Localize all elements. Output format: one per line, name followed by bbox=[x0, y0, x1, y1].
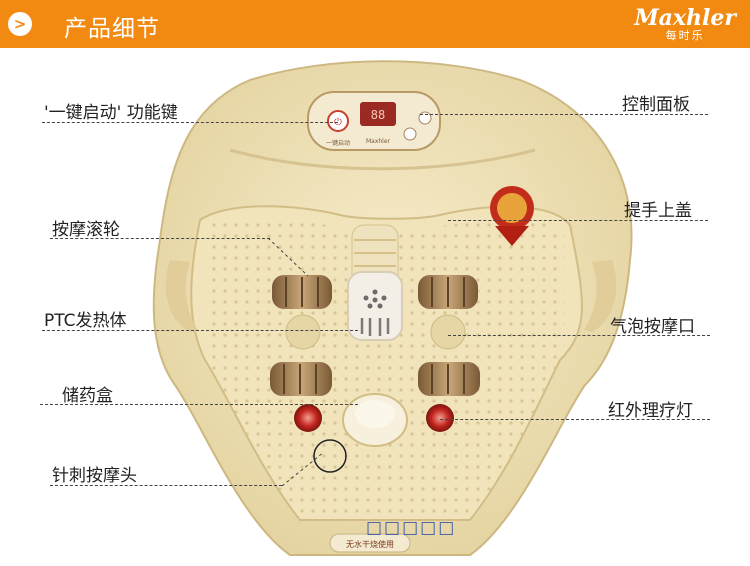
watermark-text: □□□□□ bbox=[366, 518, 457, 538]
label-bubble-massage: 气泡按摩口 bbox=[610, 317, 695, 337]
label-acupressure-head: 针刺按摩头 bbox=[52, 466, 137, 486]
label-handle-cover: 提手上盖 bbox=[624, 201, 692, 221]
roller-leader bbox=[268, 237, 309, 277]
massage-rollers bbox=[270, 275, 480, 396]
control-panel: 88 ⏻ 一键启动 Maxhler bbox=[307, 91, 441, 151]
foot-spa-illustration: 88 ⏻ 一键启动 Maxhler bbox=[152, 60, 633, 556]
bottom-badge: 无水干烧使用 bbox=[329, 533, 411, 553]
infrared-light-right bbox=[426, 404, 454, 432]
brand-logo: Maxhler 每时乐 bbox=[634, 6, 736, 42]
brand-subtitle: 每时乐 bbox=[665, 29, 705, 42]
center-column bbox=[342, 224, 408, 447]
product-stage: 88 ⏻ 一键启动 Maxhler bbox=[0, 48, 750, 566]
svg-text:⏻: ⏻ bbox=[334, 117, 342, 128]
bubble-port-right bbox=[430, 314, 466, 350]
panel-text: 一键启动 bbox=[326, 139, 350, 147]
brand-name: Maxhler bbox=[634, 5, 736, 31]
label-medicine-box: 储药盒 bbox=[62, 386, 113, 406]
label-control-panel: 控制面板 bbox=[622, 95, 690, 115]
label-ptc-heater: PTC发热体 bbox=[44, 311, 127, 331]
svg-text:88: 88 bbox=[371, 108, 385, 122]
header-bar: > 产品细节 Maxhler 每时乐 bbox=[0, 0, 750, 48]
arrow-icon: > bbox=[8, 12, 32, 36]
label-one-key-start: '一键启动' 功能键 bbox=[44, 103, 178, 123]
label-infrared-light: 红外理疗灯 bbox=[608, 401, 693, 421]
acupressure-highlight bbox=[313, 439, 347, 473]
panel-brand: Maxhler bbox=[366, 138, 391, 145]
svg-text:无水干烧使用: 无水干烧使用 bbox=[346, 539, 394, 549]
infrared-light-left bbox=[294, 404, 322, 432]
acupressure-leader bbox=[281, 451, 325, 487]
page-title: 产品细节 bbox=[64, 16, 160, 42]
bubble-port-left bbox=[285, 314, 321, 350]
label-massage-roller: 按摩滚轮 bbox=[52, 220, 120, 240]
quality-badge bbox=[490, 186, 534, 246]
